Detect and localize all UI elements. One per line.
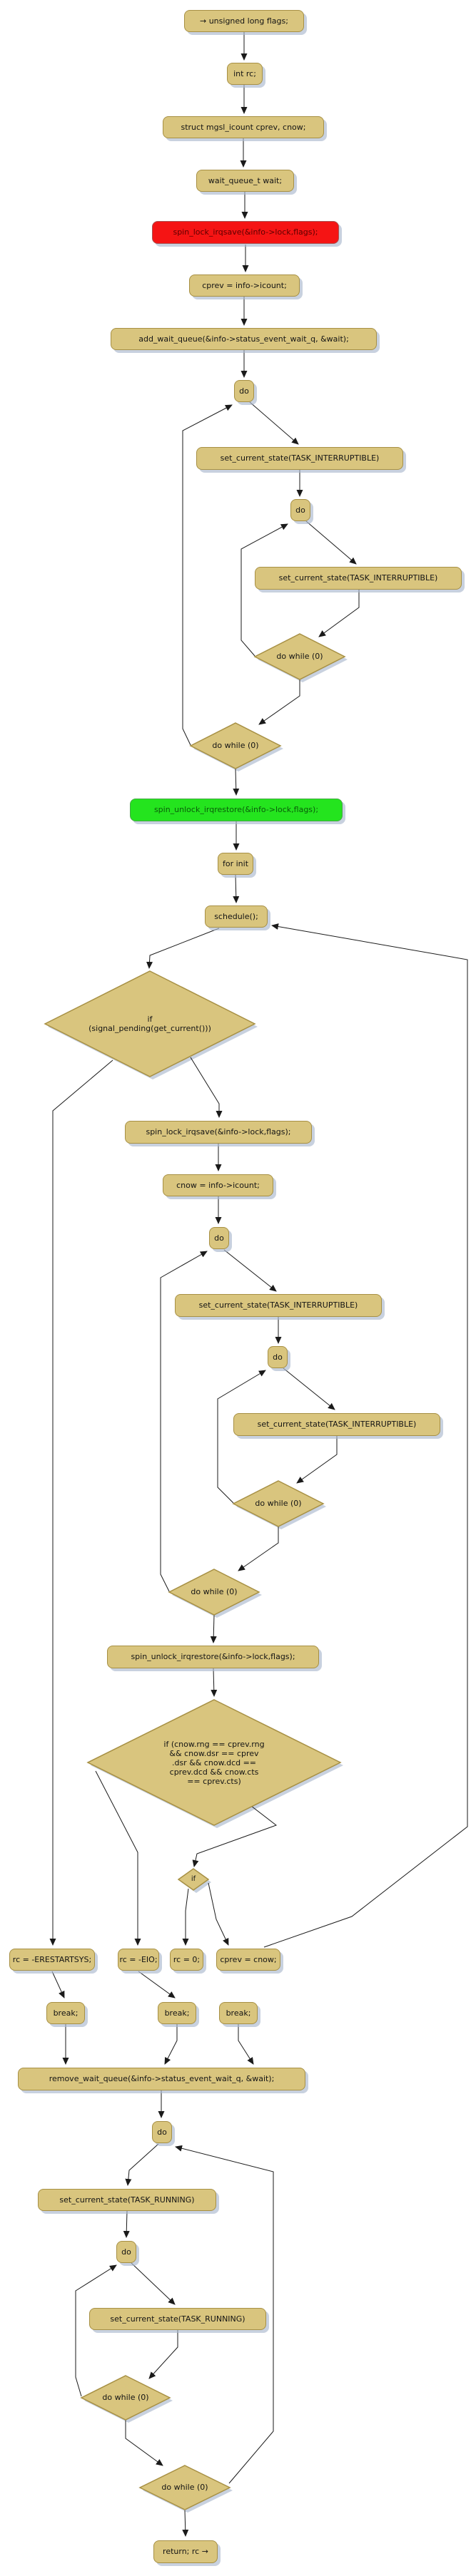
node-int-rc: int rc; — [227, 63, 263, 85]
node-struct-icount: struct mgsl_icount cprev, cnow; — [163, 116, 324, 138]
node-set-state-2: set_current_state(TASK_INTERRUPTIBLE) — [255, 567, 462, 590]
node-spin-unlock-irqrestore-2: spin_unlock_irqrestore(&info->lock,flags… — [107, 1646, 319, 1668]
flow-edges — [49, 32, 468, 2537]
node-add-wait-queue: add_wait_queue(&info->status_event_wait_… — [111, 328, 377, 350]
node-do-5: do — [152, 2121, 172, 2143]
node-set-state-1: set_current_state(TASK_INTERRUPTIBLE) — [196, 447, 403, 470]
node-set-state-4: set_current_state(TASK_INTERRUPTIBLE) — [233, 1413, 440, 1436]
diamond-shadows — [48, 637, 348, 2513]
node-spin-unlock-irqrestore-1: spin_unlock_irqrestore(&info->lock,flags… — [130, 799, 343, 821]
diamond-if-inner — [177, 1868, 210, 1891]
diamond-if-cnow-compare — [86, 1699, 342, 1826]
node-break-3: break; — [219, 2002, 258, 2024]
node-wait-queue-decl: wait_queue_t wait; — [196, 170, 294, 192]
node-do-6: do — [116, 2241, 136, 2263]
node-schedule: schedule(); — [205, 905, 268, 928]
node-cnow-assign: cnow = info->icount; — [163, 1174, 273, 1196]
node-do-2: do — [290, 499, 310, 521]
node-set-running-2: set_current_state(TASK_RUNNING) — [89, 2308, 266, 2330]
node-rc-eio: rc = -EIO; — [118, 1949, 159, 1971]
node-set-running-1: set_current_state(TASK_RUNNING) — [38, 2189, 216, 2211]
node-for-init: for init — [218, 853, 253, 875]
node-cprev-assign: cprev = info->icount; — [189, 274, 300, 297]
diamond-if-signal-pending — [44, 970, 256, 1077]
diamond-do-while-2 — [189, 722, 282, 769]
node-do-3: do — [209, 1227, 229, 1249]
node-return: return; rc → — [153, 2540, 218, 2563]
node-spin-lock-irqsave-1: spin_lock_irqsave(&info->lock,flags); — [152, 221, 339, 244]
node-break-2: break; — [158, 2002, 196, 2024]
diamond-do-while-5 — [80, 2375, 171, 2421]
diamond-do-while-3 — [232, 1480, 325, 1527]
diamond-do-while-1 — [253, 633, 346, 680]
node-do-4: do — [268, 1346, 288, 1368]
node-start: → unsigned long flags; — [184, 10, 304, 32]
node-set-state-3: set_current_state(TASK_INTERRUPTIBLE) — [175, 1294, 382, 1317]
node-rc-erestartsys: rc = -ERESTARTSYS; — [9, 1949, 95, 1971]
node-break-1: break; — [46, 2002, 85, 2024]
diamond-shapes — [44, 633, 346, 2510]
node-spin-lock-irqsave-2: spin_lock_irqsave(&info->lock,flags); — [125, 1121, 312, 1144]
node-cprev-cnow: cprev = cnow; — [216, 1949, 280, 1971]
diamond-do-while-4 — [168, 1569, 260, 1616]
node-rc-zero: rc = 0; — [170, 1949, 203, 1971]
node-do-1: do — [234, 380, 254, 402]
node-remove-wait-queue: remove_wait_queue(&info->status_event_wa… — [18, 2068, 305, 2090]
diamond-do-while-6 — [138, 2465, 231, 2510]
